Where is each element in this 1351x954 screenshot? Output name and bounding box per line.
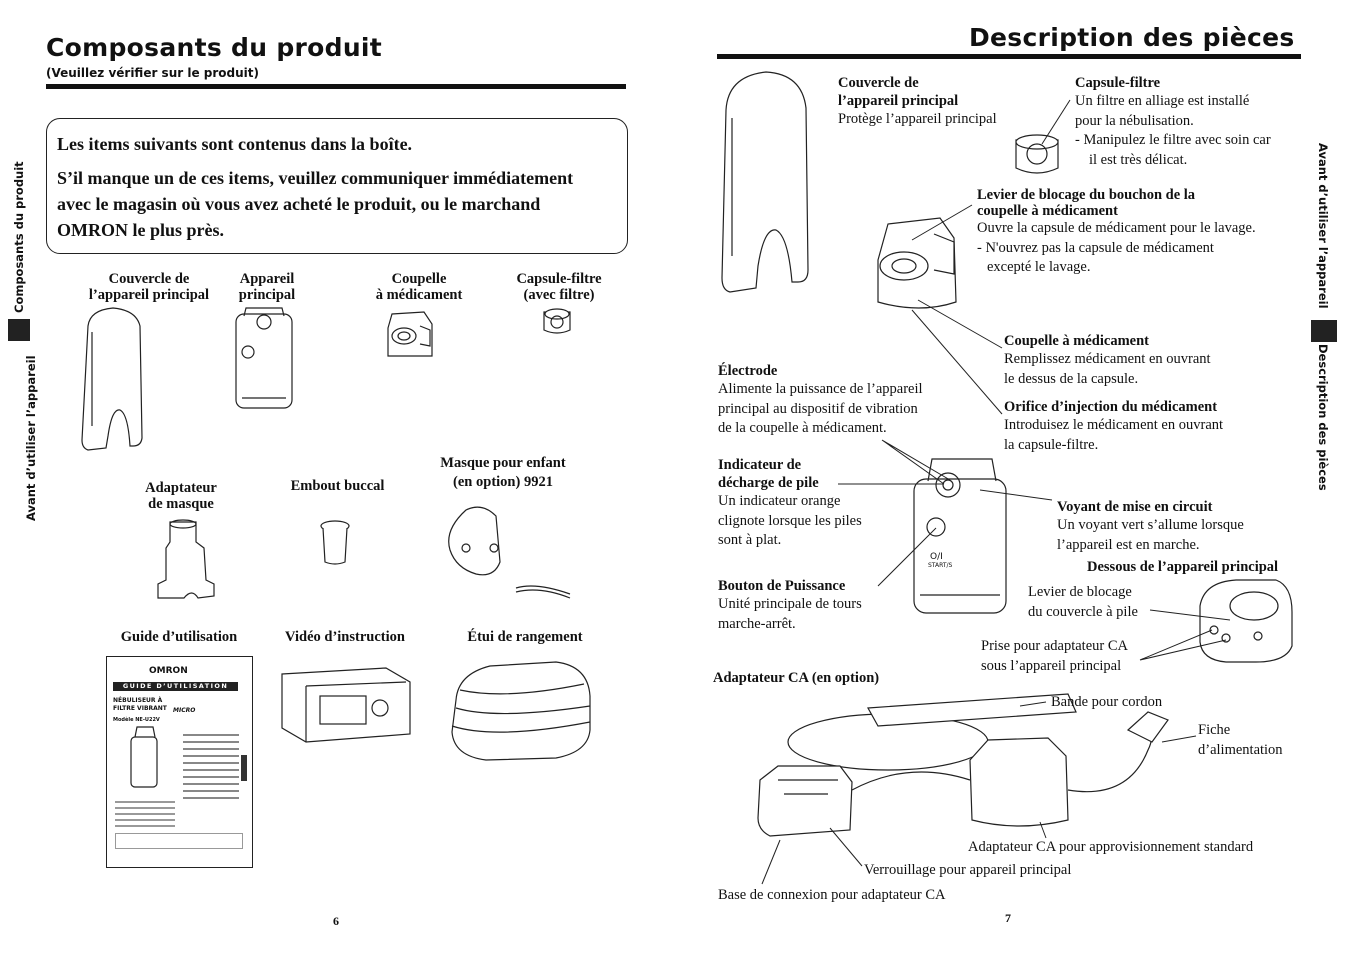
right-page-number: 7 — [1005, 911, 1011, 925]
filter-cap-illustration — [543, 308, 571, 334]
guide-header: GUIDE D’UTILISATION — [113, 682, 238, 691]
notice-line-3: avec le magasin où vous avez acheté le p… — [57, 194, 541, 214]
callout-power-button: Bouton de Puissance Unité principale de … — [718, 578, 862, 632]
ac-adapter-diagram — [757, 693, 1169, 837]
left-side-tab-marker — [8, 319, 30, 341]
item-caption-guide: Guide d’utilisation — [120, 629, 238, 645]
mouthpiece-illustration — [320, 520, 350, 565]
left-side-tab: Composants du produit Avant d’utiliser l… — [8, 145, 38, 525]
guide-booklet: OMRON GUIDE D’UTILISATION NÉBULISEUR À F… — [106, 656, 253, 868]
callout-filter-cap: Capsule-filtre Un filtre en alliage est … — [1075, 75, 1271, 168]
guide-body-text — [115, 797, 175, 831]
notice-line-2: S’il manque un de ces items, veuillez co… — [57, 168, 574, 188]
item-caption-mouthpiece: Embout buccal — [290, 478, 385, 494]
notice-line-4: OMRON le plus près. — [57, 220, 225, 240]
guide-micro: MICRO — [173, 707, 196, 714]
title-rule — [46, 84, 626, 89]
left-page-number: 6 — [333, 914, 339, 928]
callout-cup-lever: Levier de blocage du bouchon de la coupe… — [977, 187, 1256, 275]
left-page-title: Composants du produit — [46, 33, 383, 62]
right-side-label-section: Description des pièces — [1316, 344, 1330, 491]
callout-adapter-title: Adaptateur CA (en option) — [713, 670, 880, 686]
item-caption-filter-cap: Capsule-filtre(avec filtre) — [516, 271, 602, 303]
item-caption-video: Vidéo d’instruction — [285, 629, 405, 645]
callout-main-lock: Verrouillage pour appareil principal — [864, 862, 1072, 878]
callout-connection-base: Base de connexion pour adaptateur CA — [718, 887, 946, 903]
main-unit-diagram — [913, 458, 1007, 614]
video-cassette-illustration — [281, 667, 411, 743]
notice-line-1: Les items suivants sont contenus dans la… — [57, 134, 413, 154]
left-page-subtitle: (Veuillez vérifier sur le produit) — [46, 66, 259, 80]
filter-cap-diagram — [1015, 134, 1059, 174]
callout-standard-adapter: Adaptateur CA pour approvisionnement sta… — [968, 839, 1254, 855]
guide-line-1: NÉBULISEUR À — [113, 697, 163, 704]
notice-box: Les items suivants sont contenus dans la… — [46, 118, 628, 254]
right-side-tab-marker — [1311, 320, 1337, 342]
callout-power-plug: Fiche d’alimentation — [1198, 722, 1283, 758]
medication-cup-diagram — [877, 217, 957, 309]
callout-battery-lock: Levier de blocage du couvercle à pile — [1028, 584, 1138, 620]
bottom-view-diagram — [1199, 579, 1293, 663]
callout-electrode: Électrode Alimente la puissance de l’app… — [718, 363, 923, 436]
right-title-rule — [717, 54, 1301, 59]
guide-note-box — [115, 833, 243, 849]
guide-toc — [183, 729, 239, 804]
callout-battery-indicator: Indicateur de décharge de pile Un indica… — [718, 457, 862, 548]
main-unit-illustration — [235, 307, 293, 409]
guide-brand: OMRON — [149, 666, 188, 676]
cover-illustration — [81, 307, 143, 451]
mask-adapter-illustration — [157, 519, 215, 599]
carrying-case-illustration — [451, 661, 591, 761]
item-caption-case: Étui de rangement — [467, 629, 583, 645]
callout-power-led: Voyant de mise en circuit Un voyant vert… — [1057, 499, 1244, 553]
callout-cover: Couvercle de l’appareil principal Protèg… — [838, 75, 997, 127]
right-page-title: Description des pièces — [969, 23, 1295, 52]
item-caption-child-mask: Masque pour enfant(en option) 9921 — [440, 455, 566, 490]
callout-cord-band: Bande pour cordon — [1051, 694, 1163, 710]
guide-model: Modèle NE-U22V — [113, 717, 160, 723]
callout-bottom-title: Dessous de l’appareil principal — [1087, 559, 1279, 575]
medication-cup-illustration — [387, 311, 433, 357]
guide-line-2: FILTRE VIBRANT — [113, 705, 167, 712]
callout-adapter-jack: Prise pour adaptateur CA sous l’appareil… — [981, 638, 1128, 674]
device-button-text: O/I — [930, 552, 943, 562]
child-mask-illustration — [448, 506, 571, 599]
guide-device-illustration — [130, 726, 158, 788]
callout-medication-cup: Coupelle à médicament Remplissez médicam… — [1004, 333, 1211, 387]
callout-orifice: Orifice d’injection du médicament Introd… — [1004, 399, 1224, 453]
right-side-label-chapter: Avant d’utiliser l’appareil — [1316, 143, 1330, 309]
cover-diagram — [721, 71, 809, 293]
device-button-subtext: START/S — [928, 562, 953, 569]
guide-tab — [241, 755, 247, 781]
